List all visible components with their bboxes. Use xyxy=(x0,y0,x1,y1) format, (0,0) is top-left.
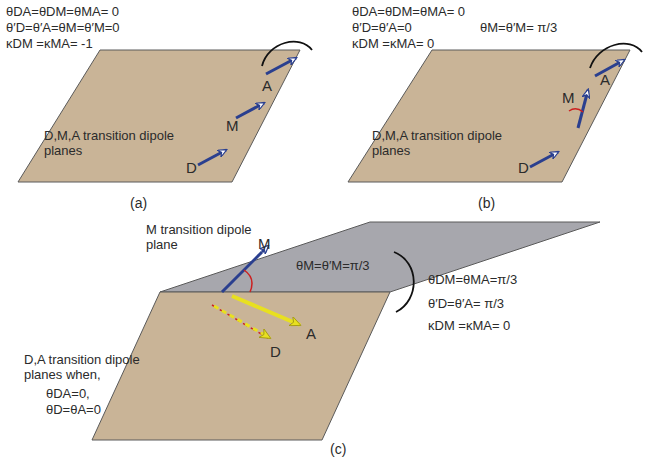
figure-label: D xyxy=(186,160,197,175)
figure-label: θD=θA=0 xyxy=(46,402,101,417)
figure-label: θDA=0, xyxy=(46,386,90,401)
figure-label: (b) xyxy=(478,196,495,211)
figure-label: A xyxy=(306,326,316,341)
figure-label: M xyxy=(226,118,239,133)
figure-label: θM=θ′M= π/3 xyxy=(480,20,557,35)
figure-label: θDM=θMA=π/3 xyxy=(428,272,517,287)
figure-label: θ′D=θ′A=θM=θ′M=0 xyxy=(6,20,120,35)
figure-label: θM=θ′M=π/3 xyxy=(296,258,370,273)
figure-label: D,M,A transition dipole planes xyxy=(372,128,522,158)
figure-label: D xyxy=(270,344,281,359)
figure-label: A xyxy=(262,78,272,93)
figure-label: θDA=θDM=θMA= 0 xyxy=(352,4,465,19)
figure-label: θ′D=θ′A=0 xyxy=(352,20,412,35)
figure-label: D,A transition dipole planes when, xyxy=(24,352,146,382)
figure-label: κDM =κMA= -1 xyxy=(6,36,93,51)
figure-label: D,M,A transition dipole planes xyxy=(44,128,194,158)
figure-label: κDM =κMA= 0 xyxy=(428,318,510,333)
figure-label: (c) xyxy=(330,442,346,457)
figure-label: κDM =κMA= 0 xyxy=(352,36,434,51)
figure-label: A xyxy=(600,72,610,87)
figure-label: M xyxy=(258,236,271,251)
figure-label: M xyxy=(562,90,575,105)
figure-label: θ′D=θ′A= π/3 xyxy=(428,296,504,311)
figure-label: (a) xyxy=(130,196,147,211)
figure-label: θDA=θDM=θMA= 0 xyxy=(6,4,119,19)
figure-label: M transition dipole plane xyxy=(146,222,258,252)
figure-label: D xyxy=(518,160,529,175)
